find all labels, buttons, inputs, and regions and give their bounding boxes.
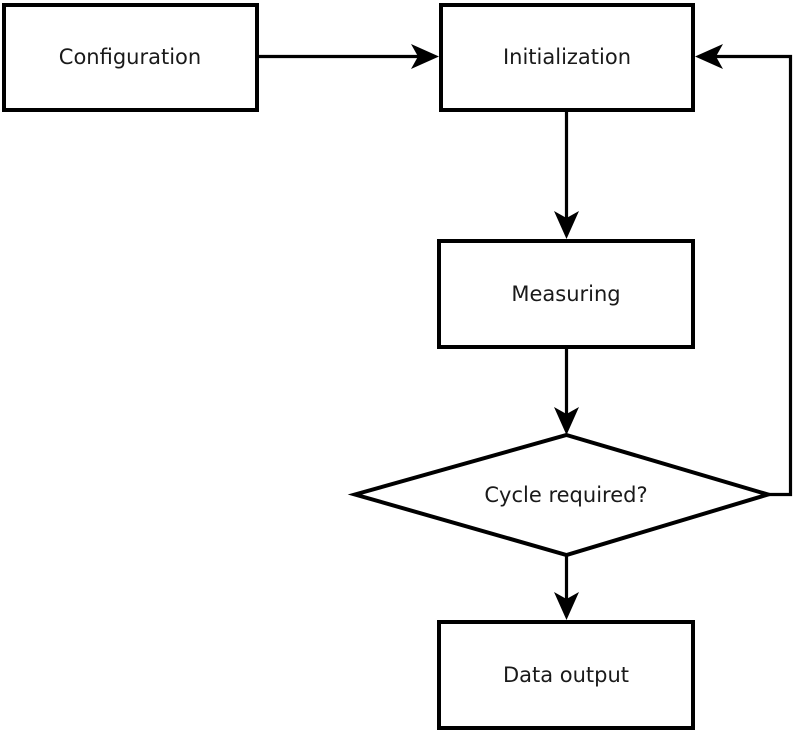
node-initialization[interactable]: Initialization: [439, 3, 695, 112]
arrowhead-into-initialization-right: [695, 44, 723, 69]
edge-cycle-required-to-initialization: [695, 44, 793, 497]
arrowhead-into-measuring-top: [554, 211, 579, 239]
node-measuring[interactable]: Measuring: [437, 239, 695, 349]
edge-line-cycle-required-to-initialization: [709, 54, 793, 497]
edge-initialization-to-measuring: [554, 112, 579, 239]
initialization-label: Initialization: [503, 45, 631, 69]
node-cycle-required[interactable]: Cycle required?: [347, 432, 776, 558]
initialization-box[interactable]: [439, 3, 695, 112]
data-output-box[interactable]: [437, 620, 695, 730]
node-configuration[interactable]: Configuration: [2, 3, 259, 112]
data-output-label: Data output: [503, 663, 629, 687]
measuring-label: Measuring: [511, 282, 620, 306]
arrowhead-into-data-output-top: [554, 592, 579, 620]
cycle-required-label: Cycle required?: [484, 483, 647, 507]
edge-configuration-to-initialization: [259, 44, 439, 69]
cycle-required-diamond[interactable]: [347, 432, 776, 558]
configuration-label: Configuration: [59, 45, 201, 69]
node-data-output[interactable]: Data output: [437, 620, 695, 730]
arrowhead-into-cycle-required-top: [554, 407, 579, 435]
edge-measuring-to-cycle-required: [554, 349, 579, 435]
configuration-box[interactable]: [2, 3, 259, 112]
arrowhead-into-initialization-left: [411, 44, 439, 69]
measuring-box[interactable]: [437, 239, 695, 349]
edge-cycle-required-to-data-output: [554, 556, 579, 620]
